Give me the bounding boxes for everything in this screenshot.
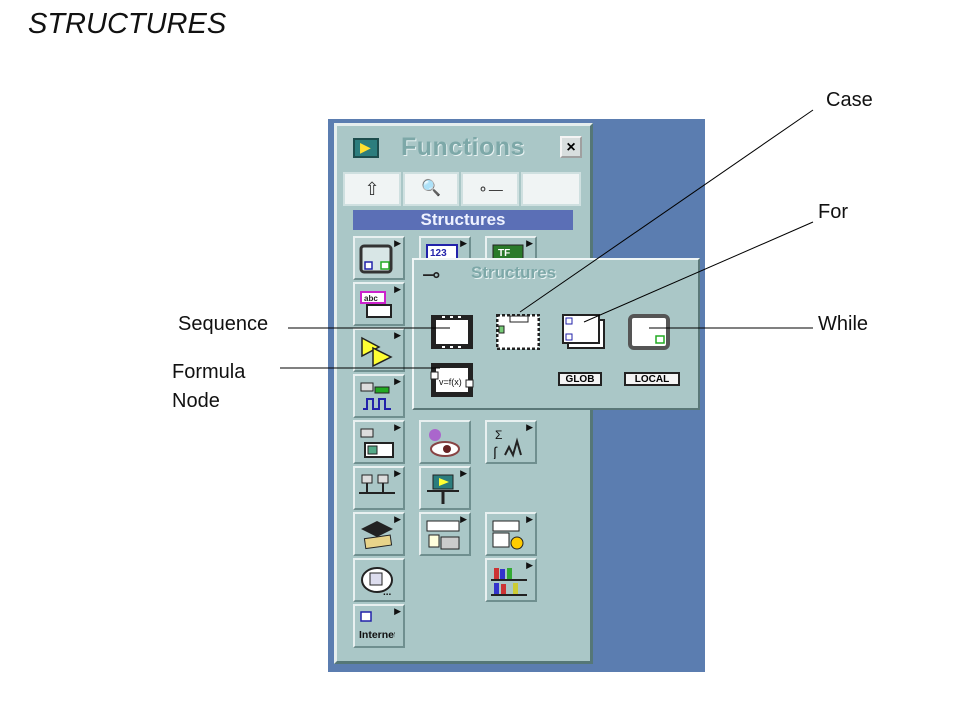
submenu-arrow-icon: ▶	[526, 514, 533, 524]
internet-icon-text: Internet	[359, 629, 395, 641]
search-button[interactable]: 🔍	[403, 172, 459, 206]
global-variable-button[interactable]: GLOB	[558, 372, 602, 386]
category-label: Structures	[353, 210, 573, 230]
submenu-arrow-icon: ▶	[394, 422, 401, 432]
analyze-category-icon[interactable]	[419, 420, 471, 464]
case-structure-icon[interactable]	[490, 308, 546, 352]
structures-subpalette: ⊸ Structures	[412, 258, 700, 410]
structures-category-icon[interactable]: ▶	[353, 236, 405, 280]
formula-node-callout: Formula Node	[172, 358, 245, 416]
data-acquisition-category-icon[interactable]: ▶	[353, 466, 405, 510]
close-button[interactable]: ×	[560, 136, 582, 158]
submenu-arrow-icon: ▶	[394, 468, 401, 478]
printer-icon	[426, 520, 460, 550]
pin-icon[interactable]: ⊸	[422, 262, 441, 287]
app-control-icon	[427, 474, 459, 504]
eye-icon	[429, 429, 460, 457]
subpalette-title: Structures	[471, 263, 557, 282]
math-icon: Σ ∫	[492, 428, 522, 459]
instrument-icon	[360, 428, 394, 458]
formula-frame-icon: v=f(x)	[430, 363, 474, 397]
bookshelf-icon	[491, 568, 527, 596]
string-category-icon[interactable]: abc ▶	[353, 282, 405, 326]
advanced-icon	[492, 520, 524, 550]
numeric-icon: 123	[426, 244, 458, 260]
while-loop-structure-icon[interactable]	[622, 308, 678, 352]
labview-logo-icon	[353, 138, 379, 158]
select-vi-icon[interactable]: ...	[353, 558, 405, 602]
case-callout: Case	[826, 89, 873, 111]
submenu-arrow-icon: ▶	[526, 422, 533, 432]
for-callout: For	[818, 201, 848, 223]
palette-title: Functions	[401, 133, 525, 161]
options-button[interactable]: ⚬—	[461, 172, 519, 206]
film-frame-icon	[431, 315, 473, 349]
formula-node-icon[interactable]: v=f(x)	[424, 356, 480, 400]
string-icon: abc	[360, 291, 392, 318]
slide-title: STRUCTURES	[28, 8, 227, 40]
for-loop-icon[interactable]	[556, 308, 612, 352]
submenu-arrow-icon: ▶	[394, 330, 401, 340]
waveform-icon	[360, 382, 391, 410]
while-callout: While	[818, 313, 869, 335]
submenu-arrow-icon: ▶	[394, 284, 401, 294]
submenu-arrow-icon: ▶	[394, 514, 401, 524]
submenu-arrow-icon: ▶	[460, 468, 467, 478]
mathematics-category-icon[interactable]: Σ ∫ ▶	[485, 420, 537, 464]
comparison-icon	[361, 336, 393, 367]
submenu-arrow-icon: ▶	[394, 238, 401, 248]
boolean-icon-text: TF	[498, 248, 510, 259]
internet-icon: Internet	[359, 611, 395, 641]
formula-text: v=f(x)	[439, 377, 462, 387]
palette-header: Functions ×	[343, 130, 584, 166]
report-generation-category-icon[interactable]: ▶	[419, 512, 471, 556]
svg-text:Σ: Σ	[495, 428, 502, 442]
toolbar-empty-slot	[521, 172, 581, 206]
formula-node-callout-line1: Formula	[172, 361, 246, 383]
submenu-arrow-icon: ▶	[460, 514, 467, 524]
application-control-category-icon[interactable]: ▶	[419, 466, 471, 510]
network-icon	[359, 474, 395, 494]
formula-node-callout-line2: Node	[172, 390, 220, 412]
submenu-arrow-icon: ▶	[394, 376, 401, 386]
advanced-category-icon[interactable]: ▶	[485, 512, 537, 556]
internet-category-icon[interactable]: Internet ▶	[353, 604, 405, 648]
graduation-cap-icon	[361, 521, 393, 550]
time-dialog-category-icon[interactable]: ▶	[353, 374, 405, 418]
submenu-arrow-icon: ▶	[460, 238, 467, 248]
submenu-arrow-icon: ▶	[526, 238, 533, 248]
instrument-io-category-icon[interactable]: ▶	[353, 420, 405, 464]
for-loop-frame-icon	[562, 314, 605, 349]
tutorial-category-icon[interactable]: ▶	[353, 512, 405, 556]
case-frame-icon	[496, 314, 540, 350]
local-variable-button[interactable]: LOCAL	[624, 372, 680, 386]
submenu-arrow-icon: ▶	[526, 560, 533, 570]
while-loop-icon	[359, 244, 393, 274]
submenu-arrow-icon: ▶	[394, 606, 401, 616]
comparison-category-icon[interactable]: ▶	[353, 328, 405, 372]
select-vi-speech-icon: ...	[361, 567, 393, 597]
while-frame-icon	[628, 314, 670, 350]
numeric-icon-text: 123	[430, 248, 447, 259]
string-icon-text: abc	[364, 294, 378, 303]
user-libraries-category-icon[interactable]: ▶	[485, 558, 537, 602]
sequence-structure-icon[interactable]	[424, 308, 480, 352]
sequence-callout: Sequence	[178, 313, 269, 335]
up-arrow-button[interactable]: ⇧	[343, 172, 401, 206]
svg-text:...: ...	[383, 587, 392, 597]
svg-text:∫: ∫	[492, 444, 498, 459]
